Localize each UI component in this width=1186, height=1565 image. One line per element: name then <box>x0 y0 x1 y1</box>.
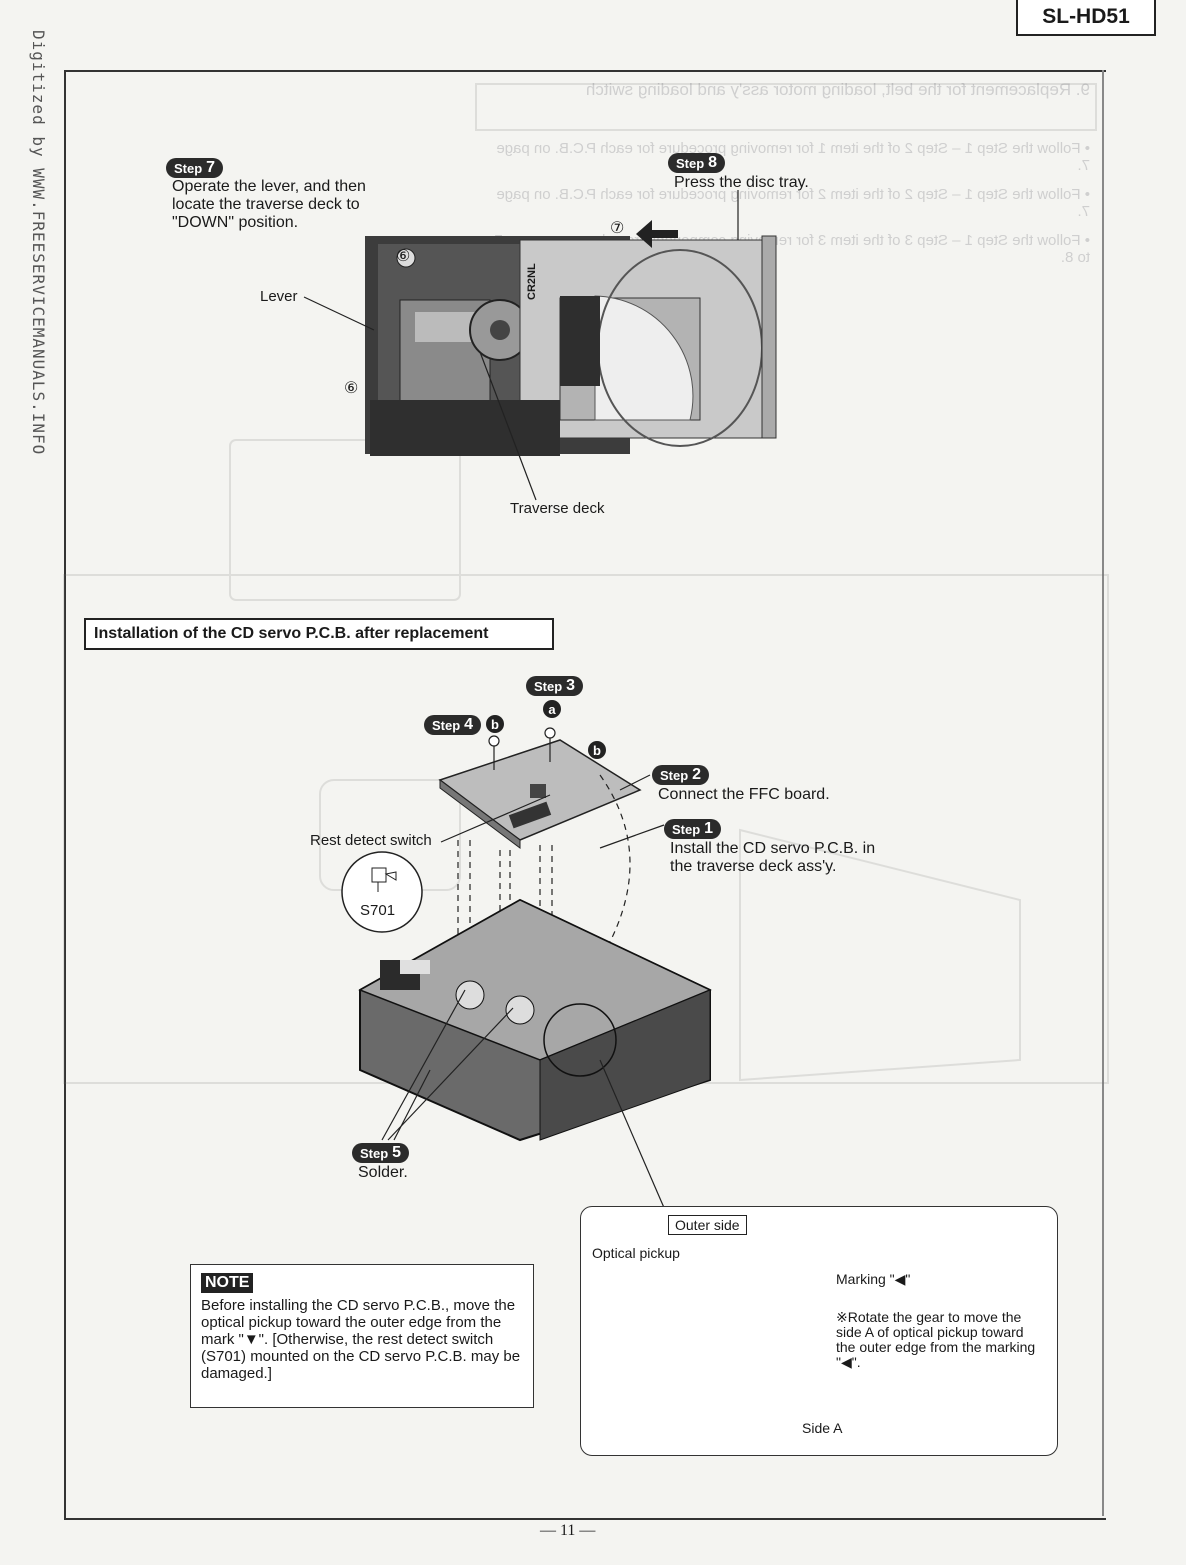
outer-side-label: Outer side <box>668 1215 747 1235</box>
section-title: Installation of the CD servo P.C.B. afte… <box>84 618 554 650</box>
note-text: Before installing the CD servo P.C.B., m… <box>201 1297 521 1382</box>
note-badge: NOTE <box>201 1273 254 1293</box>
step5-leaders <box>381 774 666 1211</box>
step5-num: 5 <box>392 1144 402 1161</box>
note-box: NOTE Before installing the CD servo P.C.… <box>190 1264 534 1408</box>
optical-pickup-label: Optical pickup <box>592 1245 680 1261</box>
side-a-label: Side A <box>802 1420 843 1436</box>
servo-pcb-board <box>438 739 642 849</box>
marker-a: a <box>543 700 561 718</box>
s701-magnifier <box>341 851 423 933</box>
pickup-inset <box>580 1206 1058 1456</box>
marker-6b: ⑥ <box>344 380 359 397</box>
step1-label: Step <box>672 821 701 837</box>
step7-label: Step <box>174 160 203 176</box>
page-frame-right <box>1102 70 1104 1516</box>
watermark-text: Digitized by WWW.FREESERVICEMANUALS.INFO <box>29 30 48 456</box>
page-number: — 11 — <box>540 1522 596 1539</box>
step7-num: 7 <box>206 159 216 176</box>
step5-label: Step <box>360 1145 389 1161</box>
step5-text: Solder. <box>358 1164 408 1181</box>
step1-text: Install the CD servo P.C.B. in the trave… <box>670 840 876 875</box>
step7-text: Operate the lever, and then locate the t… <box>172 178 366 231</box>
lever-label: Lever <box>260 288 298 305</box>
marker-b2: b <box>588 741 606 759</box>
marker-6a: ⑥ <box>396 248 411 265</box>
step8-label: Step <box>676 155 705 171</box>
marker-7: ⑦ <box>610 220 625 237</box>
traverse-deck-label: Traverse deck <box>510 500 605 517</box>
step4-label: Step <box>432 717 461 733</box>
step8-num: 8 <box>708 154 718 171</box>
s701-label: S701 <box>360 902 396 919</box>
step4-num: 4 <box>464 716 474 733</box>
traverse-deck-drawing <box>358 898 712 1142</box>
rotate-note: ※Rotate the gear to move the side A of o… <box>836 1309 1036 1370</box>
marking-label: Marking "◀" <box>836 1271 911 1287</box>
chip-label: CR2NL <box>526 263 538 300</box>
step2-num: 2 <box>692 766 702 783</box>
step8-text: Press the disc tray. <box>674 174 809 191</box>
page-frame <box>64 70 1106 1520</box>
step3-num: 3 <box>566 677 576 694</box>
step1-num: 1 <box>704 820 714 837</box>
marker-b1: b <box>486 715 504 733</box>
model-tag: SL-HD51 <box>1016 0 1156 36</box>
rest-detect-label: Rest detect switch <box>310 832 432 849</box>
step3-label: Step <box>534 678 563 694</box>
push-arrow <box>636 220 678 248</box>
step2-text: Connect the FFC board. <box>658 786 830 803</box>
callout-lines <box>303 190 739 501</box>
screws <box>488 727 556 770</box>
step2-label: Step <box>660 767 689 783</box>
cd-mechanism-photo <box>365 235 777 456</box>
